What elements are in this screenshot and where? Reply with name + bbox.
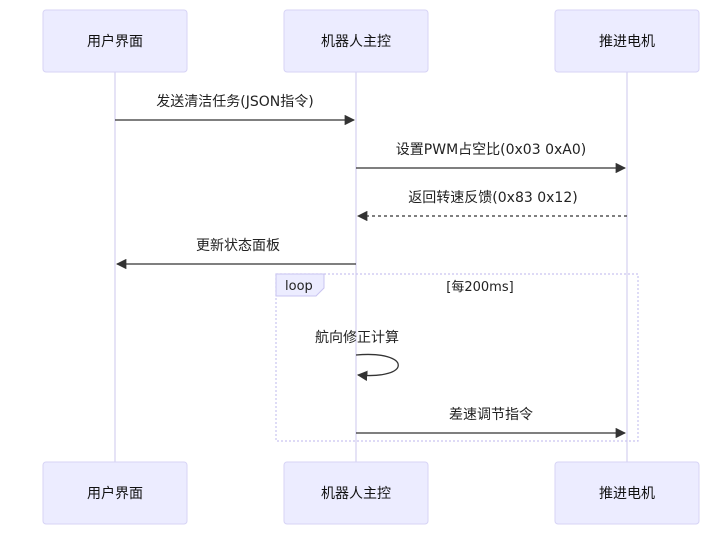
message-6: 差速调节指令 bbox=[356, 407, 627, 439]
message-3: 返回转速反馈(0x83 0x12) bbox=[356, 190, 627, 222]
message-label: 返回转速反馈(0x83 0x12) bbox=[408, 190, 577, 206]
loop-condition: [每200ms] bbox=[446, 279, 513, 295]
actor-bottom-motor: 推进电机 bbox=[554, 461, 700, 525]
actor-top-robot: 机器人主控 bbox=[283, 9, 429, 73]
loop-frame: loop [每200ms] bbox=[275, 273, 639, 442]
actor-box bbox=[283, 461, 429, 525]
loop-label: loop bbox=[285, 279, 313, 294]
actor-label: 推进电机 bbox=[599, 486, 655, 502]
actor-label: 机器人主控 bbox=[321, 34, 391, 50]
actor-label: 机器人主控 bbox=[321, 486, 391, 502]
loop-border bbox=[275, 273, 639, 442]
actor-label: 用户界面 bbox=[87, 33, 143, 50]
actor-box bbox=[554, 9, 700, 73]
message-5-self: 航向修正计算 bbox=[315, 330, 399, 382]
message-label: 差速调节指令 bbox=[449, 407, 533, 423]
message-2: 设置PWM占空比(0x03 0xA0) bbox=[356, 142, 627, 174]
message-4: 更新状态面板 bbox=[115, 238, 356, 270]
actor-label: 推进电机 bbox=[599, 34, 655, 50]
actor-bottom-robot: 机器人主控 bbox=[283, 461, 429, 525]
message-label: 设置PWM占空比(0x03 0xA0) bbox=[396, 142, 586, 158]
actor-top-ui: 用户界面 bbox=[42, 9, 188, 73]
actor-box bbox=[554, 461, 700, 525]
actor-bottom-ui: 用户界面 bbox=[42, 461, 188, 525]
actor-box bbox=[283, 9, 429, 73]
loop-tab bbox=[275, 273, 325, 297]
actor-box bbox=[42, 461, 188, 525]
actor-top-motor: 推进电机 bbox=[554, 9, 700, 73]
message-1: 发送清洁任务(JSON指令) bbox=[115, 94, 356, 126]
message-label: 更新状态面板 bbox=[196, 238, 280, 254]
actor-label: 用户界面 bbox=[87, 485, 143, 502]
message-label: 发送清洁任务(JSON指令) bbox=[156, 94, 313, 110]
self-message-arrow bbox=[355, 353, 399, 382]
actor-box bbox=[42, 9, 188, 73]
message-label: 航向修正计算 bbox=[315, 330, 399, 346]
